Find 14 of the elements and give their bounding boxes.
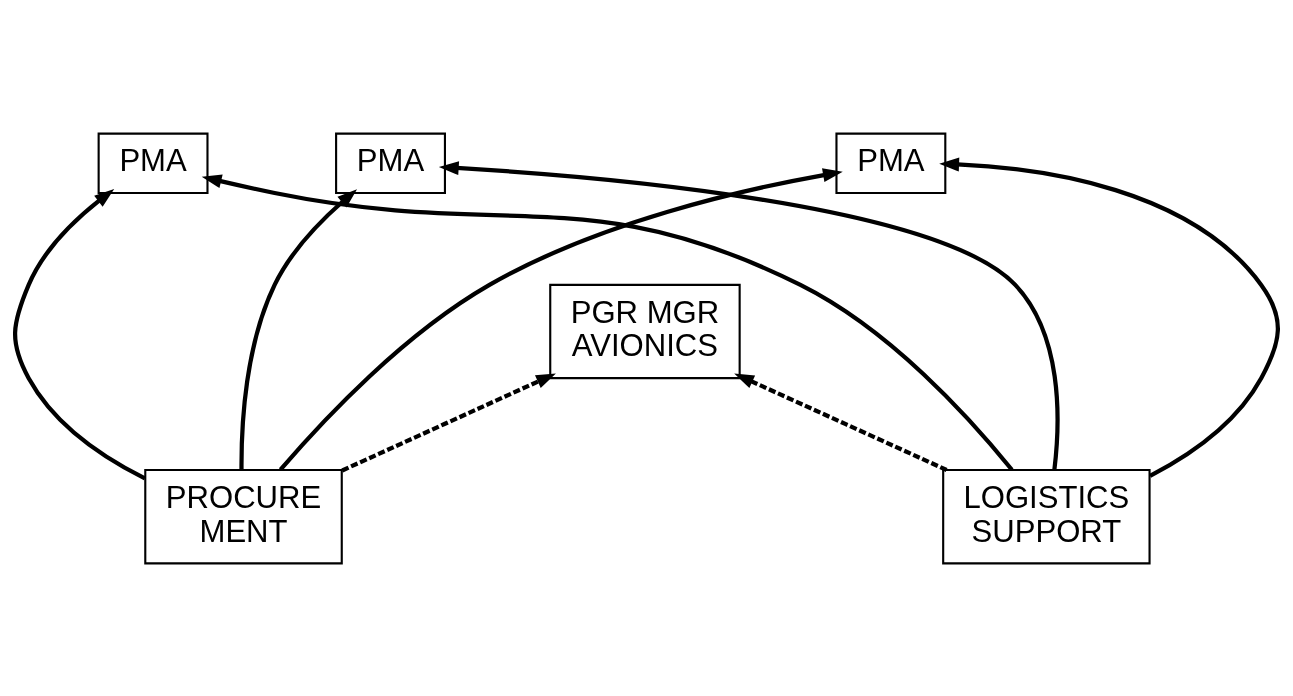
node-box: PMA bbox=[835, 132, 947, 194]
arrow bbox=[734, 373, 948, 472]
arrow bbox=[278, 167, 843, 471]
arrow bbox=[341, 372, 556, 472]
node-box: PROCURE MENT bbox=[144, 468, 343, 564]
arrow bbox=[13, 188, 146, 480]
arrow bbox=[438, 160, 1060, 470]
node-box: PGR MGR AVIONICS bbox=[549, 283, 741, 379]
node-box: PMA bbox=[335, 132, 446, 194]
node-box: PMA bbox=[97, 132, 209, 194]
node-box: LOGISTICS SUPPORT bbox=[942, 468, 1151, 564]
arrow bbox=[239, 188, 358, 470]
arrow bbox=[201, 174, 1014, 471]
arrow bbox=[939, 157, 1280, 478]
